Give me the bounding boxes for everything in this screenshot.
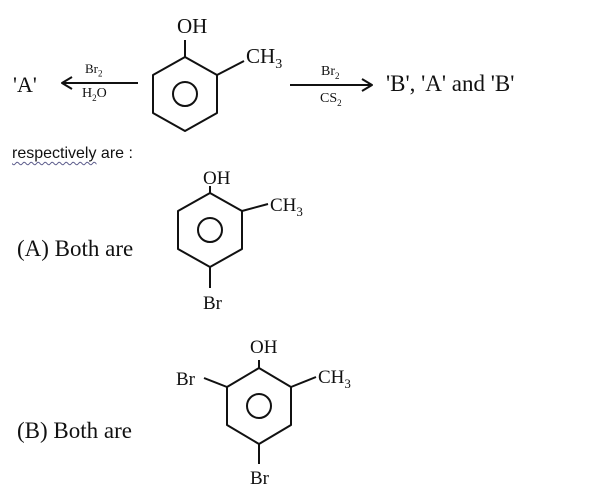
option-b-ch3-label: CH3 bbox=[318, 367, 351, 391]
right-reagent-bottom: CS2 bbox=[320, 91, 342, 108]
option-a-ch3-bond bbox=[241, 203, 269, 212]
left-reaction-arrow bbox=[61, 76, 138, 90]
right-reagent-top: Br2 bbox=[321, 64, 340, 81]
reactant-ch3-bond bbox=[216, 60, 245, 76]
right-product-label: 'B', 'A' and 'B' bbox=[386, 71, 515, 96]
option-b-oh-label: OH bbox=[250, 337, 278, 358]
option-a-ch3-label: CH3 bbox=[270, 195, 303, 219]
option-b-benzene-ring bbox=[226, 367, 292, 445]
option-a-br-label: Br bbox=[203, 293, 222, 314]
reactant-oh-label: OH bbox=[177, 14, 208, 38]
option-b-br-left-label: Br bbox=[176, 369, 195, 390]
left-product-label: 'A' bbox=[13, 72, 37, 97]
reactant-ch3-label: CH3 bbox=[246, 44, 283, 73]
reactant-benzene-ring bbox=[152, 56, 218, 132]
option-b-ch3-bond bbox=[290, 376, 317, 388]
option-b-label: (B) Both are bbox=[17, 418, 132, 443]
option-b-br-bottom-label: Br bbox=[250, 468, 269, 489]
left-reagent-top: Br2 bbox=[85, 61, 103, 79]
option-b-br-left-bond bbox=[203, 377, 228, 388]
right-reaction-arrow bbox=[290, 78, 373, 92]
option-a-label: (A) Both are bbox=[17, 236, 134, 261]
option-a-oh-label: OH bbox=[203, 168, 231, 189]
spellcheck-word: respectively bbox=[12, 145, 97, 162]
left-reagent-bottom: H2O bbox=[82, 86, 107, 103]
option-a-benzene-ring bbox=[177, 192, 243, 268]
question-text: respectively are : bbox=[12, 145, 133, 162]
